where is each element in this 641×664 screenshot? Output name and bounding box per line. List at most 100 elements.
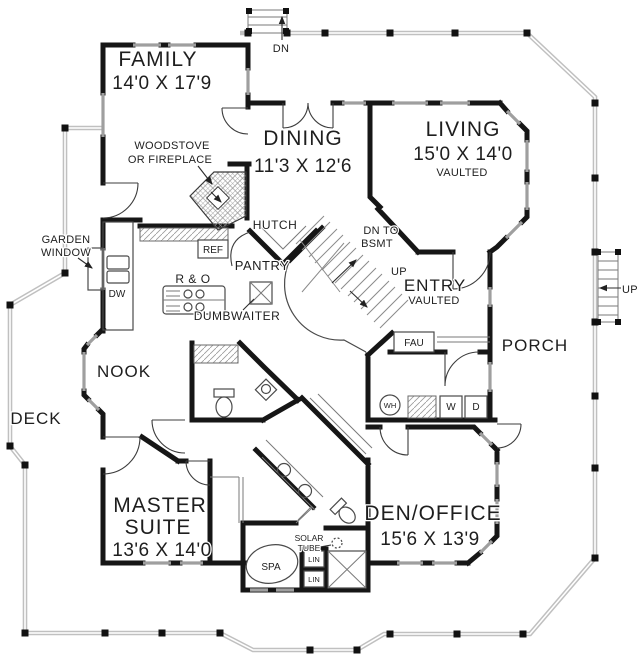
- wh-label: WH: [384, 401, 397, 410]
- dryer-label: D: [472, 402, 479, 413]
- laundry-counter: [407, 395, 437, 419]
- hall-door: [151, 419, 186, 454]
- dumbwaiter-box: [249, 281, 273, 305]
- doors: [102, 102, 522, 486]
- living-note: VAULTED: [436, 167, 487, 179]
- linen-box-1: [303, 550, 325, 568]
- solar-tube-leader: [319, 544, 332, 548]
- master-door: [185, 460, 211, 486]
- kitchen-sink-1: [106, 255, 130, 270]
- living-label: LIVING: [426, 118, 501, 141]
- dumbwaiter-leader: [242, 298, 255, 311]
- bath-angle-lines: [295, 505, 314, 524]
- shower: [327, 550, 367, 589]
- garden-window-label-1: GARDEN: [42, 234, 91, 246]
- vanity-counter: [261, 439, 324, 511]
- garden-window-label-2: WINDOW: [41, 247, 91, 259]
- windows: [82, 43, 529, 592]
- family-dining-door: [221, 107, 249, 135]
- fau-box: [393, 331, 435, 353]
- family-dims: 14'0 X 17'9: [112, 73, 211, 94]
- labels: FAMILY 14'0 X 17'9 DINING 11'3 X 12'6 LI…: [9, 42, 639, 586]
- woodstove-leader: [197, 165, 213, 185]
- dining-label: DINING: [263, 127, 343, 150]
- living-dims: 15'0 X 14'0: [413, 144, 512, 165]
- nook-label: NOOK: [97, 362, 151, 381]
- master-label-1: MASTER: [113, 494, 207, 517]
- staircase: [295, 215, 409, 329]
- powder-room: [193, 344, 278, 418]
- linen-label-2: LIN: [308, 575, 320, 584]
- master-bath: [210, 393, 373, 589]
- garden-window-leader: [77, 257, 93, 269]
- up-stairs-label: UP: [391, 266, 407, 278]
- range-island: [162, 285, 226, 315]
- dining-french-doors: [282, 102, 334, 129]
- powder-sink: [260, 383, 272, 395]
- master-closet: [210, 476, 244, 523]
- linen-box-2: [303, 570, 325, 588]
- laundry-shelf: [437, 336, 490, 343]
- fau-label: FAU: [404, 338, 423, 349]
- refrigerator-box: [197, 239, 229, 259]
- spa-label: SPA: [261, 562, 281, 573]
- woodstove-label-2: OR FIREPLACE: [128, 154, 212, 166]
- powder-vanity: [254, 378, 278, 402]
- solar-tube-label-2: TUBE: [298, 543, 321, 553]
- linen-label-1: LIN: [308, 555, 320, 564]
- master-deck-door: [102, 436, 141, 475]
- leader-lines: [77, 165, 332, 548]
- laundry-fixtures: [379, 331, 490, 419]
- master-label-2: SUITE: [125, 516, 192, 539]
- entry-laundry-door: [444, 351, 480, 387]
- range-label: R & O: [175, 272, 210, 286]
- garden-window-box: [87, 247, 104, 291]
- woodstove: [189, 171, 247, 231]
- den-label: DEN/OFFICE: [364, 502, 501, 525]
- dumbwaiter-label: DUMBWAITER: [194, 309, 281, 323]
- walls: [81, 42, 530, 593]
- kitchen-fixtures: [87, 171, 307, 331]
- dryer-box: [464, 395, 488, 419]
- powder-closet: [193, 344, 239, 364]
- woodstove-label-1: WOODSTOVE: [134, 140, 209, 152]
- laundry-porch-door: [496, 423, 522, 449]
- bath-toilet: [329, 497, 356, 524]
- solar-tube-label-1: SOLAR: [295, 533, 324, 543]
- entry-label: ENTRY: [404, 276, 466, 295]
- counter-hatched: [139, 227, 229, 242]
- deck-label: DECK: [10, 409, 61, 428]
- entry-note: VAULTED: [408, 295, 459, 307]
- family-label: FAMILY: [118, 48, 197, 71]
- powder-toilet-bowl: [215, 396, 233, 418]
- powder-toilet-tank: [213, 388, 235, 398]
- dw-label: DW: [109, 289, 126, 300]
- kitchen-sink-2: [106, 270, 130, 284]
- exterior-walls: [81, 42, 530, 593]
- dining-dims: 11'3 X 12'6: [254, 156, 352, 177]
- entry-front-door: [452, 251, 491, 290]
- porch-steps-right: [595, 249, 621, 325]
- railing-posts: [6, 29, 599, 654]
- pantry-label: PANTRY: [235, 258, 290, 273]
- stair-up-arrow: [349, 290, 368, 308]
- bath-sink-2: [297, 483, 313, 499]
- water-heater: [379, 394, 401, 416]
- stair-treads: [295, 215, 409, 329]
- spa-tub: [245, 544, 299, 584]
- deck-stairs-top: [246, 8, 289, 40]
- den-door: [379, 426, 409, 456]
- bsmt-stairs-label-1: DN TO: [363, 225, 398, 237]
- bath-closet-band: [309, 393, 373, 455]
- master-dims: 13'6 X 14'0: [112, 540, 211, 561]
- washer-box: [439, 395, 463, 419]
- railing-inner-line: [9, 32, 596, 651]
- porch-label: PORCH: [502, 336, 568, 355]
- hutch-shelf: [259, 225, 307, 250]
- stair-down-arrow: [331, 259, 357, 284]
- ref-label: REF: [203, 245, 223, 256]
- bath-sink-1: [276, 462, 292, 478]
- hutch-label: HUTCH: [253, 218, 298, 232]
- family-deck-door: [102, 182, 139, 219]
